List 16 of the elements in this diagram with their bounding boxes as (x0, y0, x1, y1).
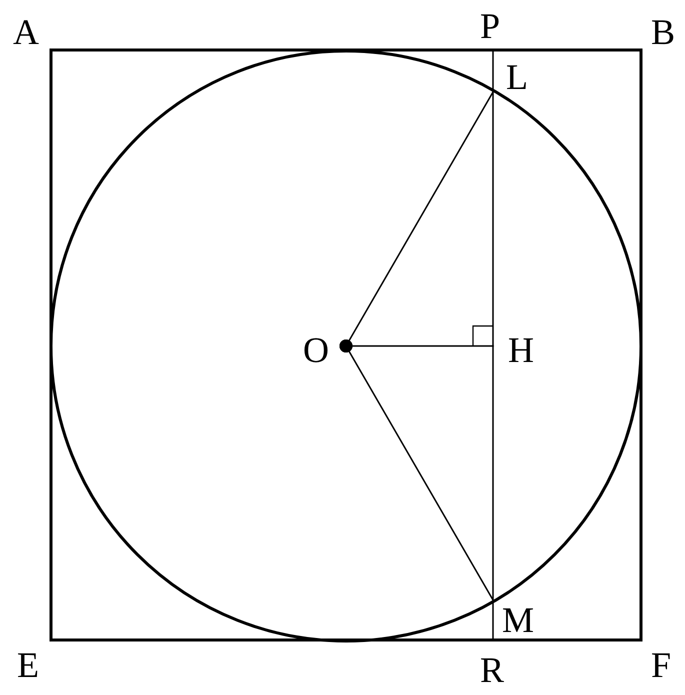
line-segment (50, 48, 642, 52)
point-label: M (502, 602, 534, 638)
line-segment (640, 48, 642, 642)
point-label: E (17, 647, 39, 683)
point-label: L (506, 59, 528, 95)
point-label: O (303, 332, 329, 368)
point-label: A (13, 14, 39, 50)
point-label: R (480, 652, 504, 688)
line-segment (50, 48, 52, 642)
point-label: F (650, 647, 672, 683)
point-label: B (651, 14, 675, 50)
point-label: P (480, 8, 500, 44)
point-label: H (508, 332, 534, 368)
line-segment (50, 638, 642, 642)
line-segment (492, 49, 494, 641)
line-segment (340, 340, 494, 601)
